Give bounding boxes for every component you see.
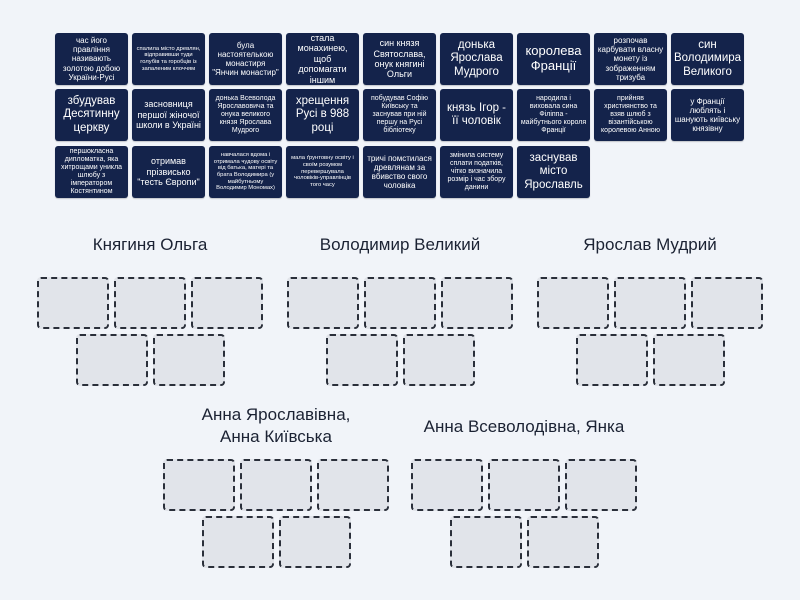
- card-text: донька Ярослава Мудрого: [450, 39, 503, 78]
- group-title: Ярослав Мудрий: [583, 235, 717, 254]
- drop-slot[interactable]: [614, 277, 686, 329]
- drop-slot[interactable]: [37, 277, 109, 329]
- card-text: збудував Десятинну церкву: [63, 95, 120, 134]
- group-title: Анна Всеволодівна, Янка: [423, 417, 625, 436]
- card-text: засновниця першої жіночої школи в Україн…: [136, 99, 201, 131]
- drop-slot[interactable]: [279, 516, 351, 568]
- drop-slot[interactable]: [114, 277, 186, 329]
- card-text: королева Франції: [525, 43, 582, 73]
- answer-card[interactable]: тричі помстилася древлянам за вбивство с…: [363, 146, 436, 198]
- drop-slot[interactable]: [450, 516, 522, 568]
- group-title: Княгиня Ольга: [92, 235, 208, 254]
- card-text: першокласна дипломатка, яка хитрощами ун…: [60, 147, 123, 196]
- answer-card[interactable]: побудував Софію Київську та заснував при…: [363, 89, 436, 141]
- drop-slot[interactable]: [326, 334, 398, 386]
- answer-card[interactable]: спалила місто древлян, відправивши туди …: [132, 33, 205, 85]
- drop-slot[interactable]: [488, 459, 560, 511]
- answer-card[interactable]: засновниця першої жіночої школи в Україн…: [132, 89, 205, 141]
- answer-card[interactable]: син Володимира Великого: [671, 33, 744, 85]
- answer-card[interactable]: збудував Десятинну церкву: [55, 89, 128, 141]
- answer-card[interactable]: син князя Святослава, онук княгині Ольги: [363, 33, 436, 85]
- group-title: Анна Ярославівна, Анна Київська: [146, 404, 406, 448]
- drop-slot[interactable]: [411, 459, 483, 511]
- drop-slot[interactable]: [163, 459, 235, 511]
- drop-slot[interactable]: [153, 334, 225, 386]
- card-text: заснував місто Ярославль: [524, 152, 583, 191]
- card-text: отримав прізвисько "тесть Європи": [137, 156, 200, 188]
- answer-card[interactable]: донька Ярослава Мудрого: [440, 33, 513, 85]
- drop-slot[interactable]: [240, 459, 312, 511]
- card-text: у Франції люблять і шанують київську кня…: [674, 96, 741, 134]
- card-text: змінила систему сплати податків, чітко в…: [447, 151, 506, 192]
- card-text: народила і виховала сина Філіппа - майбу…: [520, 94, 587, 135]
- answer-card[interactable]: хрещення Русі в 988 році: [286, 89, 359, 141]
- card-text: син князя Святослава, онук княгині Ольги: [373, 38, 426, 80]
- answer-card[interactable]: народила і виховала сина Філіппа - майбу…: [517, 89, 590, 141]
- drop-slot[interactable]: [441, 277, 513, 329]
- answer-card[interactable]: прийняв християнство та взяв шлюб з віза…: [594, 89, 667, 141]
- answer-card[interactable]: донька Всеволода Ярославовича та онука в…: [209, 89, 282, 141]
- drop-slot[interactable]: [287, 277, 359, 329]
- group-title-line: Анна Ярославівна,: [201, 405, 351, 424]
- card-text: тричі помстилася древлянам за вбивство с…: [367, 153, 432, 191]
- card-text: прийняв християнство та взяв шлюб з віза…: [601, 94, 660, 135]
- drop-slot[interactable]: [191, 277, 263, 329]
- card-text: мала ґрунтовну освіту і своїм розумом пе…: [291, 155, 354, 188]
- drop-slot[interactable]: [565, 459, 637, 511]
- answer-card[interactable]: змінила систему сплати податків, чітко в…: [440, 146, 513, 198]
- card-text: розпочав карбувати власну монету із зобр…: [597, 36, 664, 82]
- card-text: час його правління називають золотою доб…: [62, 36, 121, 82]
- drop-slot[interactable]: [653, 334, 725, 386]
- drop-slot[interactable]: [76, 334, 148, 386]
- answer-card[interactable]: була настоятелькою монастиря "Янчин мона…: [209, 33, 282, 85]
- drop-slot[interactable]: [537, 277, 609, 329]
- answer-card[interactable]: королева Франції: [517, 33, 590, 85]
- answer-card[interactable]: першокласна дипломатка, яка хитрощами ун…: [55, 146, 128, 198]
- drop-slot[interactable]: [317, 459, 389, 511]
- answer-card[interactable]: мала ґрунтовну освіту і своїм розумом пе…: [286, 146, 359, 198]
- answer-card[interactable]: стала монахинею, щоб допомагати іншим: [286, 33, 359, 85]
- answer-card[interactable]: розпочав карбувати власну монету із зобр…: [594, 33, 667, 85]
- group-title: Володимир Великий: [319, 235, 481, 254]
- card-text: побудував Софію Київську та заснував при…: [370, 94, 429, 135]
- answer-card[interactable]: заснував місто Ярославль: [517, 146, 590, 198]
- drop-slot[interactable]: [403, 334, 475, 386]
- group-title-line: Анна Київська: [220, 427, 332, 446]
- card-text: донька Всеволода Ярославовича та онука в…: [215, 94, 276, 135]
- answer-card[interactable]: у Франції люблять і шанують київську кня…: [671, 89, 744, 141]
- answer-card[interactable]: князь Ігор - її чоловік: [440, 89, 513, 141]
- card-text: князь Ігор - її чоловік: [446, 101, 507, 127]
- card-text: навчалася вдома і отримала чудову освіту…: [213, 152, 278, 192]
- answer-card[interactable]: час його правління називають золотою доб…: [55, 33, 128, 85]
- answer-card[interactable]: навчалася вдома і отримала чудову освіту…: [209, 146, 282, 198]
- drop-slot[interactable]: [364, 277, 436, 329]
- card-text: спалила місто древлян, відправивши туди …: [136, 45, 201, 72]
- drop-slot[interactable]: [576, 334, 648, 386]
- card-text: стала монахинею, щоб допомагати іншим: [297, 33, 348, 85]
- card-text: була настоятелькою монастиря "Янчин мона…: [212, 40, 279, 78]
- drop-slot[interactable]: [527, 516, 599, 568]
- drop-slot[interactable]: [202, 516, 274, 568]
- card-text: син Володимира Великого: [673, 39, 742, 78]
- card-text: хрещення Русі в 988 році: [295, 95, 350, 134]
- drop-slot[interactable]: [691, 277, 763, 329]
- answer-card[interactable]: отримав прізвисько "тесть Європи": [132, 146, 205, 198]
